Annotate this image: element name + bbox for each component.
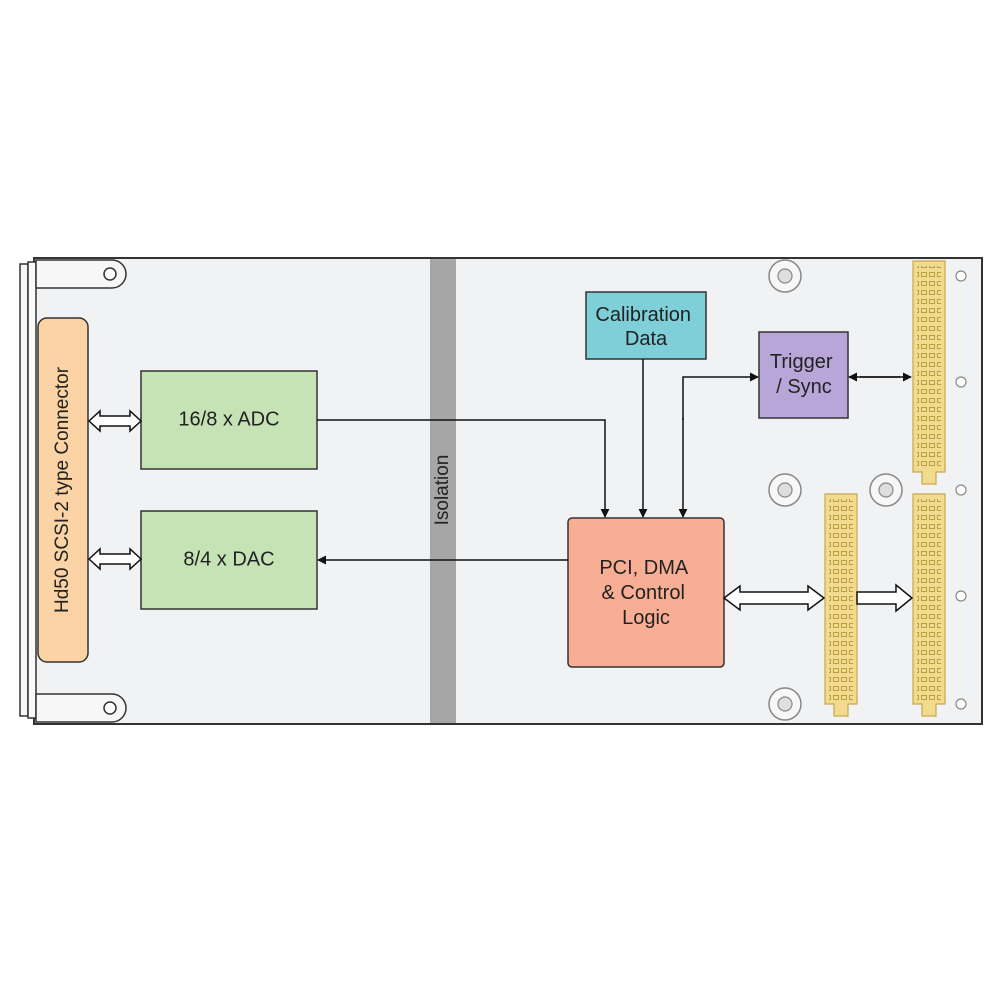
pci-line-2: & Control (602, 582, 685, 604)
calibration-line-2: Data (625, 328, 668, 350)
connector-adc-bus-arrow (87, 409, 143, 433)
adc-label: 16/8 x ADC (178, 408, 279, 430)
pin-header-icon (912, 260, 946, 485)
mounting-hole-icon (768, 259, 802, 293)
scsi-connector (37, 317, 89, 663)
trigger-block (758, 331, 849, 419)
header-to-header-bus-arrow (856, 583, 914, 613)
calibration-block (585, 291, 707, 360)
isolation-label: Isolation (432, 455, 453, 526)
calibration-line-1: Calibration (595, 304, 691, 326)
pin-header-icon (824, 493, 858, 717)
trigger-line-1: Trigger (770, 351, 833, 373)
scsi-connector-label: Hd50 SCSI-2 type Connector (52, 366, 73, 613)
isolation-bar (430, 259, 456, 723)
pci-logic-block (567, 517, 725, 668)
pci-line-1: PCI, DMA (599, 557, 689, 579)
mounting-hole-icon (768, 687, 802, 721)
adc-to-pci-arrow (317, 419, 610, 518)
bracket-tab-icon (35, 693, 127, 723)
mounting-hole-icon (768, 473, 802, 507)
connector-dac-bus-arrow (87, 547, 143, 571)
pci-header-bus-arrow (722, 584, 826, 612)
bracket-tab-icon (35, 259, 127, 289)
pin-header-icon (912, 493, 946, 717)
trigger-line-2: / Sync (776, 376, 832, 398)
pci-to-trigger-arrow (682, 372, 759, 420)
trigger-label: Trigger / Sync (770, 351, 838, 398)
pci-line-3: Logic (622, 607, 670, 629)
pci-label: PCI, DMA & Control Logic (599, 557, 692, 629)
front-panel-bracket (19, 261, 37, 719)
dac-label: 8/4 x DAC (183, 548, 274, 570)
calibration-label: Calibration Data (595, 304, 696, 350)
edge-holes (955, 270, 967, 710)
mounting-hole-icon (869, 473, 903, 507)
